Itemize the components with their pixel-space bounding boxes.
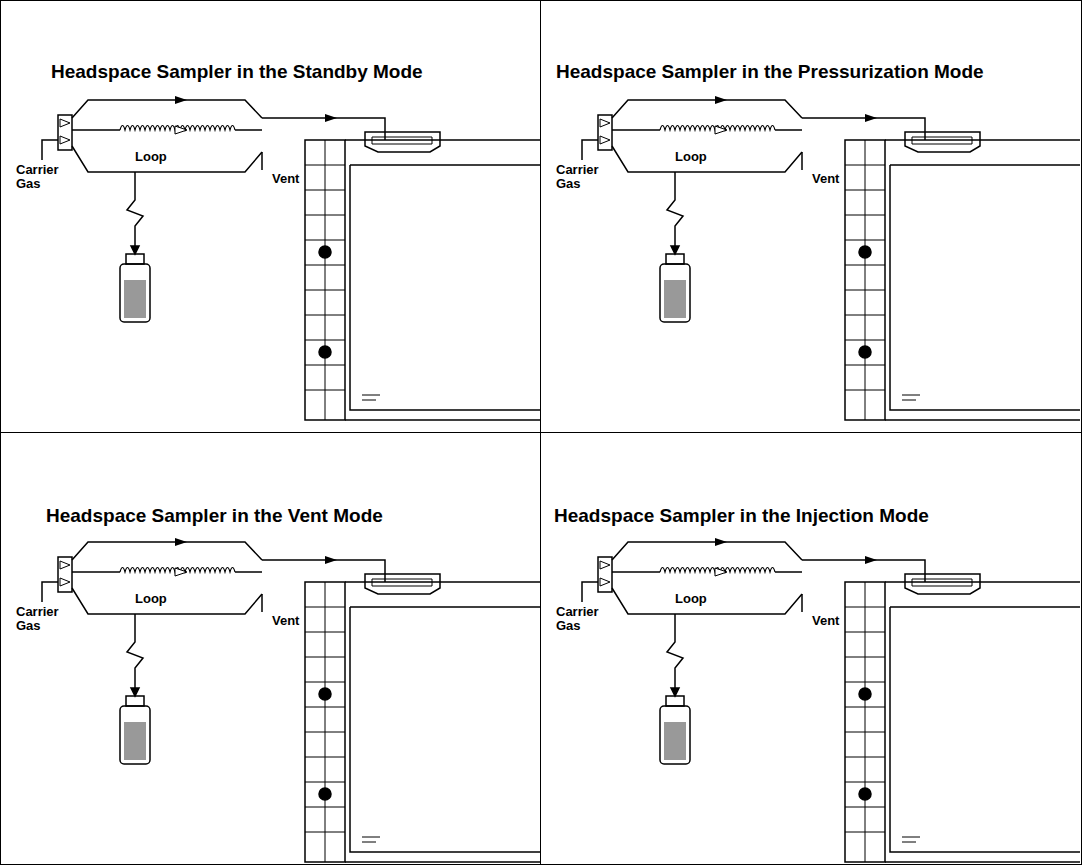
loop-label: Loop	[675, 592, 707, 606]
panel-title: Headspace Sampler in the Injection Mode	[554, 505, 929, 527]
vent-label: Vent	[272, 614, 299, 628]
mode-panel: Headspace Sampler in the Vent Mode	[0, 432, 541, 865]
panel-title: Headspace Sampler in the Pressurization …	[556, 61, 984, 83]
mode-panel: Headspace Sampler in the Standby Mode	[0, 0, 541, 433]
loop-label: Loop	[675, 150, 707, 164]
mode-panel: Headspace Sampler in the Injection Mode	[540, 432, 1082, 865]
vent-label: Vent	[272, 172, 299, 186]
carrier-gas-label: Carrier Gas	[556, 163, 612, 191]
carrier-gas-label: Carrier Gas	[556, 605, 612, 633]
loop-label: Loop	[135, 592, 167, 606]
panel-title: Headspace Sampler in the Standby Mode	[51, 61, 423, 83]
mode-panel: Headspace Sampler in the Pressurization …	[540, 0, 1082, 433]
sampler-drawing	[42, 96, 540, 420]
sampler-drawing	[582, 538, 1080, 862]
loop-label: Loop	[135, 150, 167, 164]
carrier-gas-label: Carrier Gas	[16, 163, 72, 191]
carrier-gas-label: Carrier Gas	[16, 605, 72, 633]
panel-title: Headspace Sampler in the Vent Mode	[46, 505, 383, 527]
sampler-drawing	[42, 538, 540, 862]
sampler-drawing	[582, 96, 1080, 420]
vent-label: Vent	[812, 614, 839, 628]
vent-label: Vent	[812, 172, 839, 186]
